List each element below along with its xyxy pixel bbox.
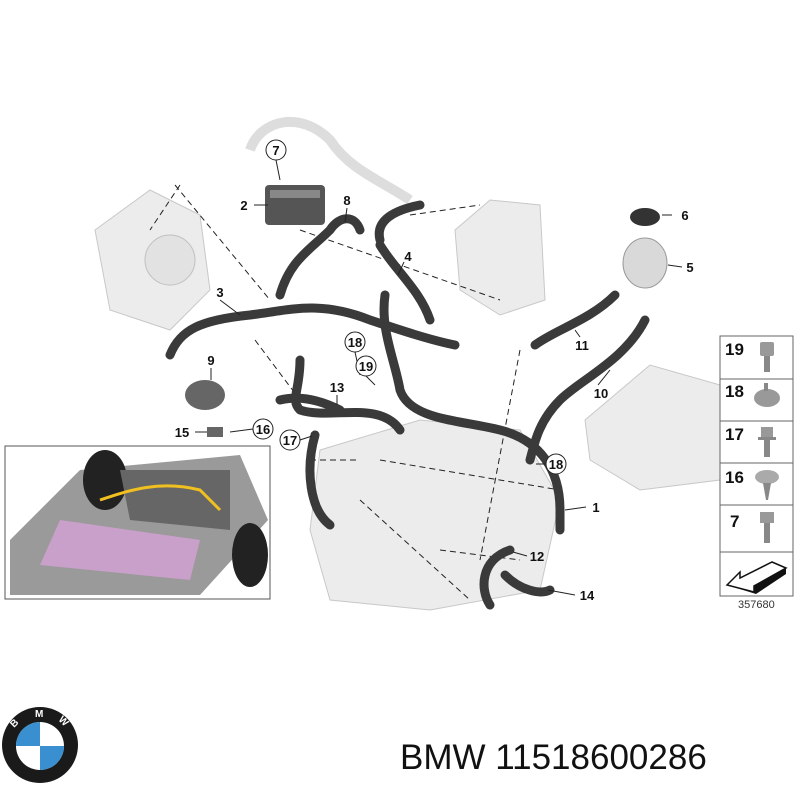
bmw-logo: B M W <box>2 707 78 783</box>
callout-17: 17 <box>283 433 297 448</box>
clamp-18-icon <box>754 383 780 407</box>
bolt-7-icon <box>760 512 774 543</box>
callout-8: 8 <box>343 193 350 208</box>
engine-block <box>309 419 561 611</box>
part-number: BMW 11518600286 <box>400 738 707 777</box>
diagram-number: 357680 <box>738 599 775 611</box>
callout-6: 6 <box>681 208 688 223</box>
tank-cap <box>630 208 660 226</box>
sensor <box>207 427 223 437</box>
screw-16-icon <box>755 470 779 500</box>
legend-label-19: 19 <box>725 340 744 359</box>
callout-5: 5 <box>686 260 693 275</box>
callout-15: 15 <box>175 425 189 440</box>
heat-exchanger <box>265 185 325 225</box>
direction-arrow-icon <box>725 561 788 594</box>
electric-motor-right <box>454 199 546 316</box>
callout-18: 18 <box>348 335 362 350</box>
electric-motor-left <box>94 189 211 331</box>
legend-label-7: 7 <box>730 512 739 531</box>
callouts: 7 2 8 6 5 4 3 11 18 19 9 13 10 15 16 17 … <box>175 139 694 603</box>
callout-3: 3 <box>216 285 223 300</box>
svg-text:M: M <box>35 709 43 720</box>
callout-1: 1 <box>592 500 599 515</box>
callout-18b: 18 <box>549 457 563 472</box>
fastener-legend: 19 18 17 16 7 <box>719 335 794 597</box>
callout-10: 10 <box>594 386 608 401</box>
callout-2: 2 <box>240 198 247 213</box>
coolant-pump <box>185 380 225 410</box>
callout-9: 9 <box>207 353 214 368</box>
legend-label-18: 18 <box>725 382 744 401</box>
expansion-tank <box>622 237 668 289</box>
bolt-17-icon <box>758 427 776 457</box>
bolt-19-icon <box>760 342 774 372</box>
legend-label-16: 16 <box>725 468 744 487</box>
vehicle-inset <box>4 445 271 600</box>
callout-12: 12 <box>530 549 544 564</box>
callout-4: 4 <box>404 249 412 264</box>
battery-unit <box>584 364 721 491</box>
callout-7: 7 <box>272 143 279 158</box>
callout-11: 11 <box>575 338 589 353</box>
upper-hose-ghost <box>245 117 413 205</box>
callout-13: 13 <box>330 380 344 395</box>
callout-19: 19 <box>359 359 373 374</box>
callout-14: 14 <box>580 588 595 603</box>
legend-label-17: 17 <box>725 425 744 444</box>
callout-16: 16 <box>256 422 270 437</box>
